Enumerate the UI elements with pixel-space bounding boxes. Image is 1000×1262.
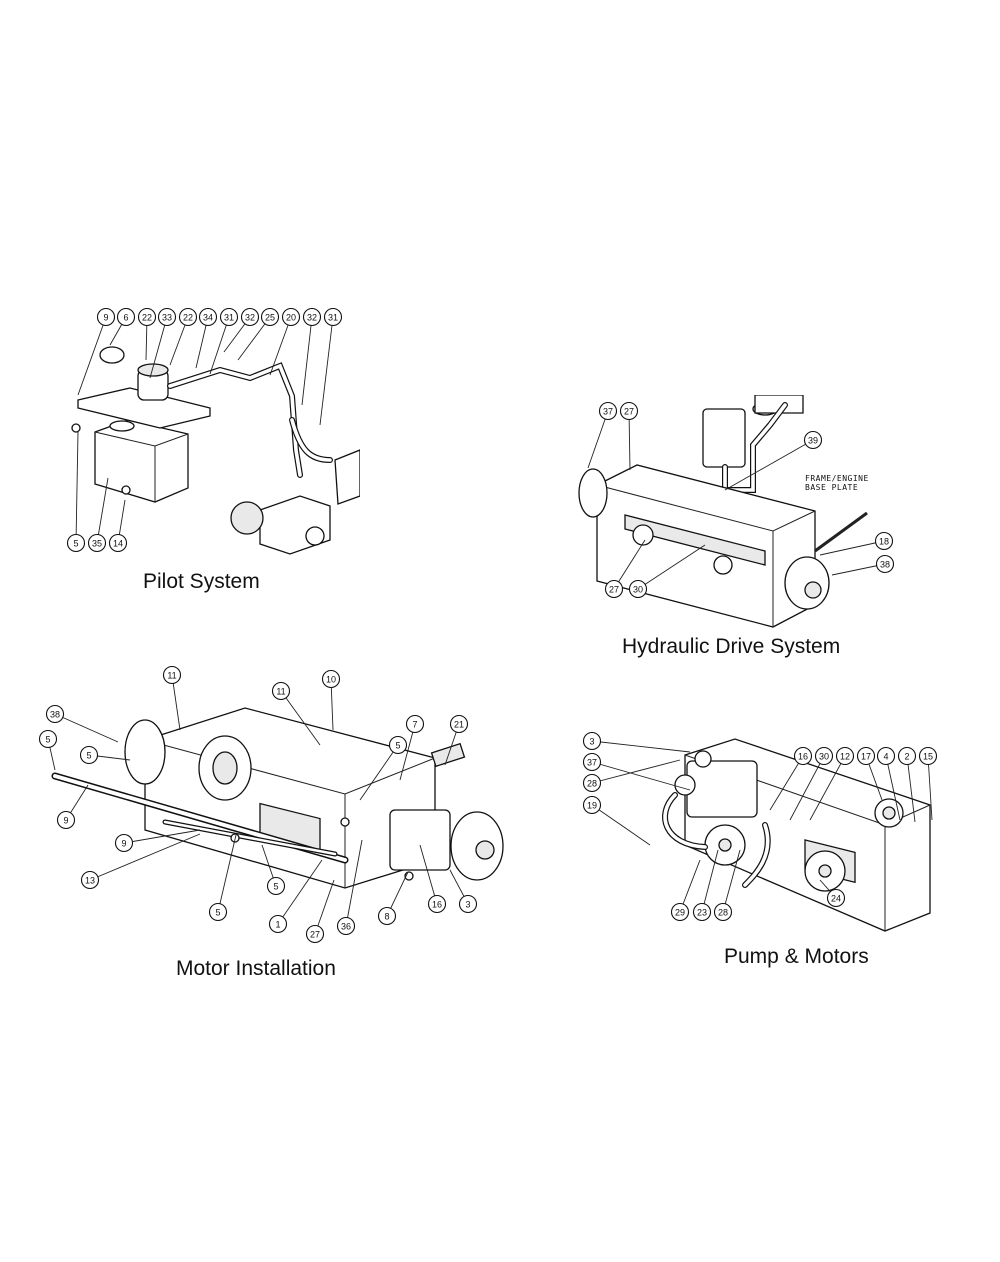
motor-left-hub (124, 719, 166, 785)
pump-motors-diagram (662, 738, 931, 932)
caption-motor-installation: Motor Installation (176, 957, 336, 980)
reservoir-tank (94, 419, 189, 503)
frame-engine-note: FRAME/ENGINE BASE PLATE (805, 474, 869, 492)
fan-left (704, 824, 746, 866)
right-hub (784, 556, 830, 610)
caption-hydraulic-drive-system: Hydraulic Drive System (622, 635, 841, 658)
hydraulic-drive-diagram (578, 395, 868, 628)
motor-installation-diagram (51, 707, 504, 889)
caption-pump-motors: Pump & Motors (724, 945, 869, 968)
pump-assembly (230, 449, 360, 555)
pilot-system-diagram (71, 346, 360, 555)
mount-bracket (77, 387, 211, 429)
caption-pilot-system: Pilot System (143, 570, 260, 593)
frame-engine-base-plate (596, 464, 816, 628)
fan-right (804, 850, 846, 892)
right-gear-motor (874, 798, 904, 828)
left-hub (578, 468, 608, 518)
